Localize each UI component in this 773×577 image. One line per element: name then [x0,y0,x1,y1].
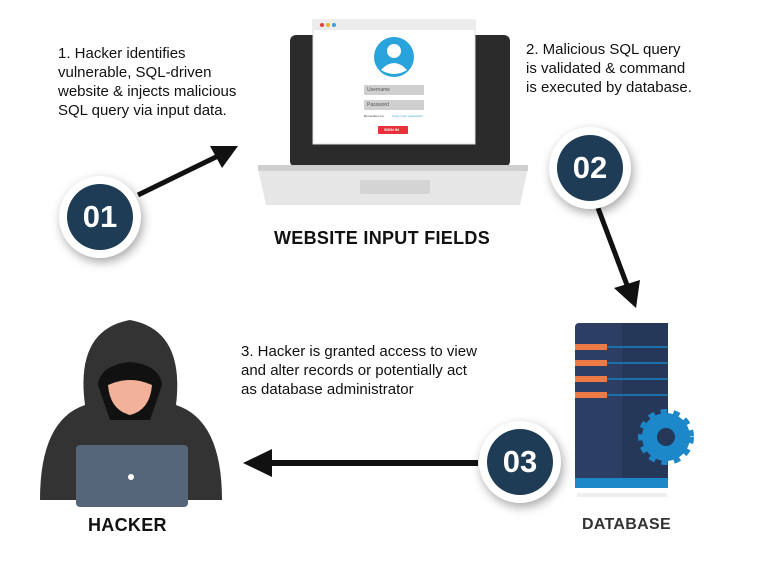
database-label: DATABASE [582,516,671,533]
text-line: 3. Hacker is granted access to view [241,343,477,360]
step-1-description: 1. Hacker identifies vulnerable, SQL-dri… [58,44,236,120]
step-2-description: 2. Malicious SQL query is validated & co… [526,40,692,97]
browser-window [312,19,476,145]
text-line: SQL query via input data. [58,102,227,119]
text-line: and alter records or potentially act [241,362,467,379]
step-number: 02 [557,135,623,201]
website-label: WEBSITE INPUT FIELDS [274,228,491,248]
forgot-password-link: Forgot your password? [392,114,423,118]
step-number: 01 [67,184,133,250]
step-badge-03: 03 [479,421,561,503]
text-line: vulnerable, SQL-driven [58,64,212,81]
password-field: Password [367,102,389,108]
step-badge-01: 01 [59,176,141,258]
step-3-description: 3. Hacker is granted access to view and … [241,342,477,399]
arrow-step-3 [243,449,478,477]
arrow-step-2 [595,207,640,308]
gear-icon [638,409,694,465]
sign-in-button: SIGN IN [384,127,399,132]
database-server-icon [575,323,694,497]
text-line: is executed by database. [526,79,692,96]
text-line: as database administrator [241,381,414,398]
username-field: Username [367,87,391,93]
arrow-step-1 [136,146,238,198]
hacker-label: HACKER [88,515,167,535]
text-line: is validated & command [526,60,686,77]
text-line: 1. Hacker identifies [58,45,186,62]
step-number: 03 [487,429,553,495]
text-line: website & injects malicious [58,83,237,100]
step-badge-02: 02 [549,127,631,209]
hacker-icon [40,320,222,507]
text-line: 2. Malicious SQL query [526,41,681,58]
remember-me: Remember me [364,114,384,118]
